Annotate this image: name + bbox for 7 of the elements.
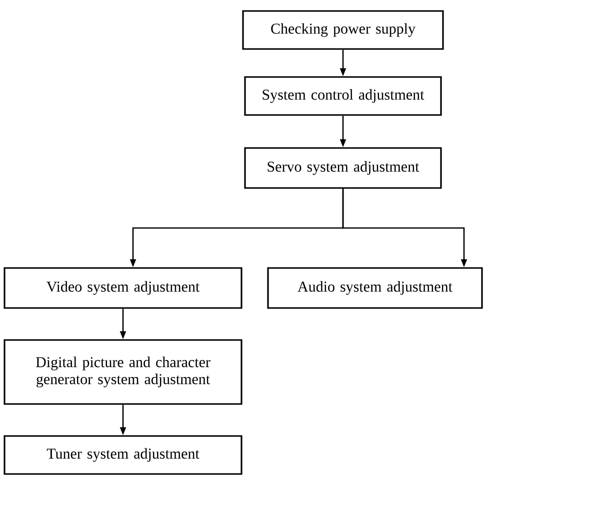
- process-box: Audio system adjustment: [267, 267, 483, 309]
- process-box: Tuner system adjustment: [4, 435, 242, 475]
- process-box: Servo system adjustment: [244, 147, 442, 189]
- process-box: Checking power supply: [242, 10, 444, 50]
- process-box: System control adjustment: [244, 76, 442, 116]
- process-box: Digital picture and character generator system adjustment: [4, 339, 242, 405]
- process-box: Video system adjustment: [4, 267, 242, 309]
